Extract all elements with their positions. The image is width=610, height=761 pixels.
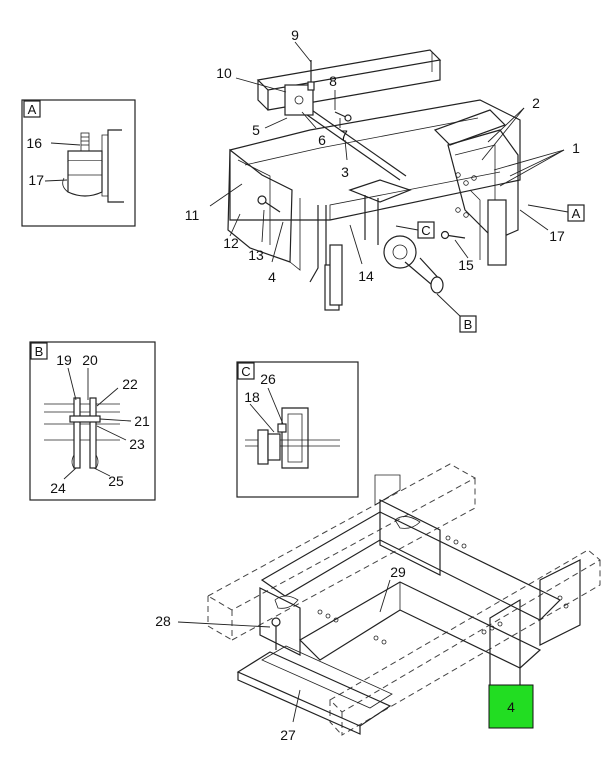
ref-a-callout: A	[572, 206, 581, 221]
callout-12: 12	[223, 235, 239, 251]
callout-20: 20	[82, 352, 98, 368]
callout-24: 24	[50, 480, 66, 496]
callout-23: 23	[129, 436, 145, 452]
callout-17a: 17	[28, 172, 44, 188]
callout-1: 1	[572, 140, 580, 156]
callout-29: 29	[390, 564, 406, 580]
callout-14: 14	[358, 268, 374, 284]
callout-2: 2	[532, 95, 540, 111]
callout-27: 27	[280, 727, 296, 743]
callout-3: 3	[341, 164, 349, 180]
detail-b-inset: B	[29, 341, 156, 501]
callout-15: 15	[458, 257, 474, 273]
ref-b-callout: B	[464, 317, 473, 332]
callout-4: 4	[268, 269, 276, 285]
callout-9: 9	[291, 27, 299, 43]
callout-16: 16	[26, 135, 42, 151]
callout-18: 18	[244, 389, 260, 405]
lower-frame-assembly	[177, 463, 601, 736]
callout-17b: 17	[549, 228, 565, 244]
upper-assembly	[209, 41, 569, 319]
callout-6: 6	[318, 132, 326, 148]
figure-badge: 4	[488, 684, 534, 729]
callout-25: 25	[108, 473, 124, 489]
detail-b-label: B	[35, 344, 44, 359]
detail-c-label: C	[241, 364, 250, 379]
detail-a-inset: A	[21, 99, 136, 227]
callout-28: 28	[155, 613, 171, 629]
callout-7: 7	[340, 127, 348, 143]
callout-21: 21	[134, 413, 150, 429]
ref-c-callout: C	[421, 223, 430, 238]
callout-10: 10	[216, 65, 232, 81]
detail-c-inset: C	[236, 361, 359, 498]
badge-label: 4	[507, 699, 515, 715]
callout-26: 26	[260, 371, 276, 387]
callout-13: 13	[248, 247, 264, 263]
callout-19: 19	[56, 352, 72, 368]
callout-5: 5	[252, 122, 260, 138]
detail-a-label: A	[28, 102, 37, 117]
callout-8: 8	[329, 73, 337, 89]
callout-22: 22	[122, 376, 138, 392]
callout-11: 11	[185, 207, 200, 223]
